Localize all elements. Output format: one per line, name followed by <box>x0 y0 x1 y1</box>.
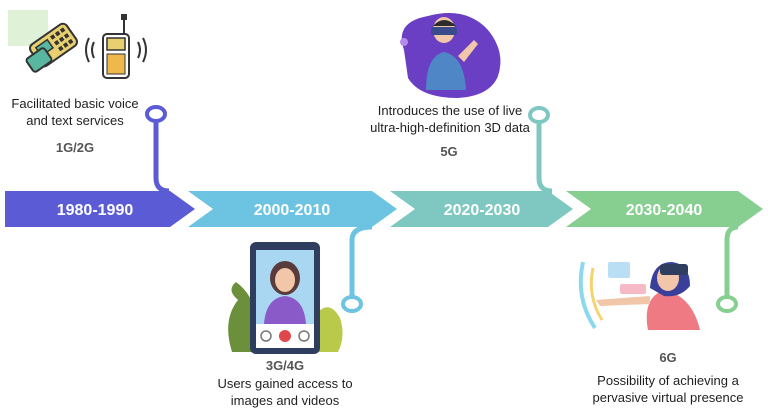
connector-2-ring <box>341 295 363 313</box>
connector-1-ring <box>145 105 167 123</box>
stage-4-description-line-2: pervasive virtual presence <box>592 390 744 405</box>
stage-2-generation: 3G/4G <box>265 358 305 373</box>
stage-2-description-line-2: images and videos <box>230 393 340 408</box>
stage-4-description: Possibility of achieving a pervasive vir… <box>588 372 748 406</box>
connector-3-ring <box>528 106 550 124</box>
vr-headset-user-icon <box>400 13 501 99</box>
stage-1-description: Facilitated basic voice and text service… <box>0 95 150 129</box>
stage-2-description: Users gained access to images and videos <box>205 375 365 409</box>
smartphone-video-call-icon <box>228 242 343 354</box>
arrow-segment-2 <box>188 191 397 227</box>
connector-3 <box>536 124 553 194</box>
stage-1-generation: 1G/2G <box>55 140 95 155</box>
stage-3-description-line-2: ultra-high-definition 3D data <box>370 120 530 135</box>
stage-2-description-line-1: Users gained access to <box>217 376 353 391</box>
stage-3-generation: 5G <box>440 144 458 159</box>
stage-1-description-line-2: and text services <box>26 113 124 128</box>
connector-4 <box>724 224 739 296</box>
period-label-4: 2030-2040 <box>626 202 703 219</box>
arrow-segment-3 <box>390 191 573 227</box>
stage-3-description-line-1: Introduces the use of live <box>377 103 523 118</box>
period-label-2: 2000-2010 <box>254 202 331 219</box>
stage-1-description-line-1: Facilitated basic voice <box>11 96 139 111</box>
connector-1 <box>153 123 170 194</box>
connector-4-ring <box>716 295 738 313</box>
connector-2 <box>349 224 373 296</box>
period-label-1: 1980-1990 <box>57 202 134 219</box>
stage-4-description-line-1: Possibility of achieving a <box>597 373 739 388</box>
arrow-segment-1 <box>5 191 195 227</box>
holographic-presence-icon <box>578 261 700 330</box>
period-label-3: 2020-2030 <box>444 202 521 219</box>
stage-4-generation: 6G <box>659 350 677 365</box>
arrow-segment-4 <box>566 191 763 227</box>
stage-3-description: Introduces the use of live ultra-high-de… <box>352 102 548 136</box>
old-phones-icon <box>8 10 147 79</box>
